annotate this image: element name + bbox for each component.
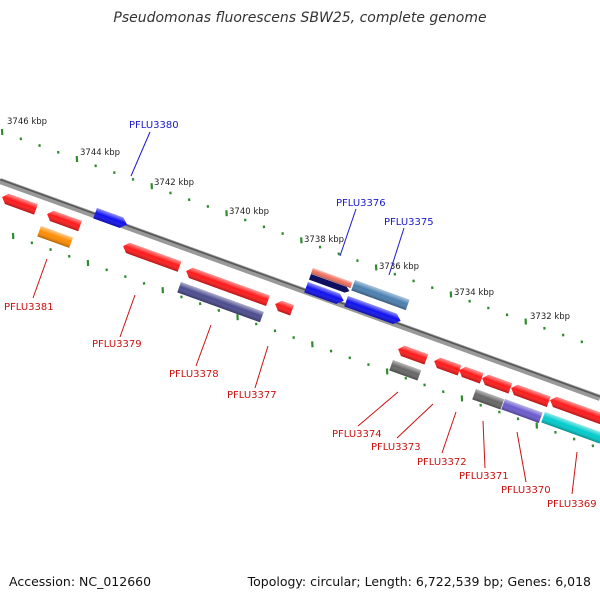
gene-pflu3379[interactable] xyxy=(121,241,182,272)
accession-text: Accession: NC_012660 xyxy=(9,574,151,589)
gene-pflu3375[interactable] xyxy=(351,280,410,311)
gene-pflu3381-b[interactable] xyxy=(45,209,82,232)
gene-pflu3378-a[interactable] xyxy=(184,266,270,306)
gene-pflu3370-b[interactable] xyxy=(501,399,543,423)
gene-pflu3376-main[interactable] xyxy=(304,282,345,306)
label-pflu3377[interactable]: PFLU3377 xyxy=(227,390,277,401)
gene-pflu3374-a[interactable] xyxy=(396,344,429,365)
label-pflu3381[interactable]: PFLU3381 xyxy=(4,302,54,313)
label-pflu3371[interactable]: PFLU3371 xyxy=(459,471,509,482)
gene-pflu3371[interactable] xyxy=(480,373,513,394)
gene-pflu3373[interactable] xyxy=(432,356,462,376)
kbp-label-3732: 3732 kbp xyxy=(530,312,570,322)
ticks-upper xyxy=(0,128,584,344)
kbp-label-3734: 3734 kbp xyxy=(454,288,494,298)
genes xyxy=(0,192,600,444)
gene-pflu3376-lower[interactable] xyxy=(308,274,351,294)
gene-pflu3381-a[interactable] xyxy=(0,192,38,215)
ticks-lower xyxy=(11,232,595,448)
label-pflu3370[interactable]: PFLU3370 xyxy=(501,485,551,496)
gene-pflu3369-b[interactable] xyxy=(541,412,600,444)
label-pflu3379[interactable]: PFLU3379 xyxy=(92,339,142,350)
label-pflu3373[interactable]: PFLU3373 xyxy=(371,442,421,453)
kbp-label-3742: 3742 kbp xyxy=(154,178,194,188)
label-pflu3376[interactable]: PFLU3376 xyxy=(336,198,386,209)
gene-pflu3377[interactable] xyxy=(273,299,294,316)
gene-pflu3371-b[interactable] xyxy=(472,389,505,410)
label-pflu3375[interactable]: PFLU3375 xyxy=(384,217,434,228)
gene-pflu3369-a[interactable] xyxy=(548,395,600,425)
gene-pflu3375-b[interactable] xyxy=(344,296,402,326)
kbp-label-3744: 3744 kbp xyxy=(80,148,120,158)
gene-pflu3378-b[interactable] xyxy=(177,282,264,323)
label-pflu3369[interactable]: PFLU3369 xyxy=(547,499,597,510)
label-connectors xyxy=(32,131,578,495)
gene-pflu3374-b[interactable] xyxy=(389,360,422,381)
label-pflu3378[interactable]: PFLU3378 xyxy=(169,369,219,380)
kbp-label-3738: 3738 kbp xyxy=(304,235,344,245)
gene-labels: PFLU3380 PFLU3376 PFLU3375 PFLU3381 PFLU… xyxy=(4,120,597,510)
gene-pflu3381-c[interactable] xyxy=(37,226,73,248)
topology-text: Topology: circular; Length: 6,722,539 bp… xyxy=(247,574,591,589)
label-pflu3372[interactable]: PFLU3372 xyxy=(417,457,467,468)
kbp-label-3740: 3740 kbp xyxy=(229,207,269,217)
kbp-label-3746: 3746 kbp xyxy=(7,117,47,127)
map-title: Pseudomonas fluorescens SBW25, complete … xyxy=(113,10,486,26)
genome-backbone xyxy=(0,178,600,401)
kbp-label-3736: 3736 kbp xyxy=(379,262,419,272)
gene-pflu3376-upper[interactable] xyxy=(310,268,353,288)
label-pflu3380[interactable]: PFLU3380 xyxy=(129,120,179,131)
label-pflu3374[interactable]: PFLU3374 xyxy=(332,429,382,440)
gene-pflu3370-a[interactable] xyxy=(509,383,551,407)
gene-pflu3372[interactable] xyxy=(457,365,484,384)
kbp-labels: 3746 kbp 3744 kbp 3742 kbp 3740 kbp 3738… xyxy=(7,117,570,322)
gene-pflu3380[interactable] xyxy=(93,208,129,230)
